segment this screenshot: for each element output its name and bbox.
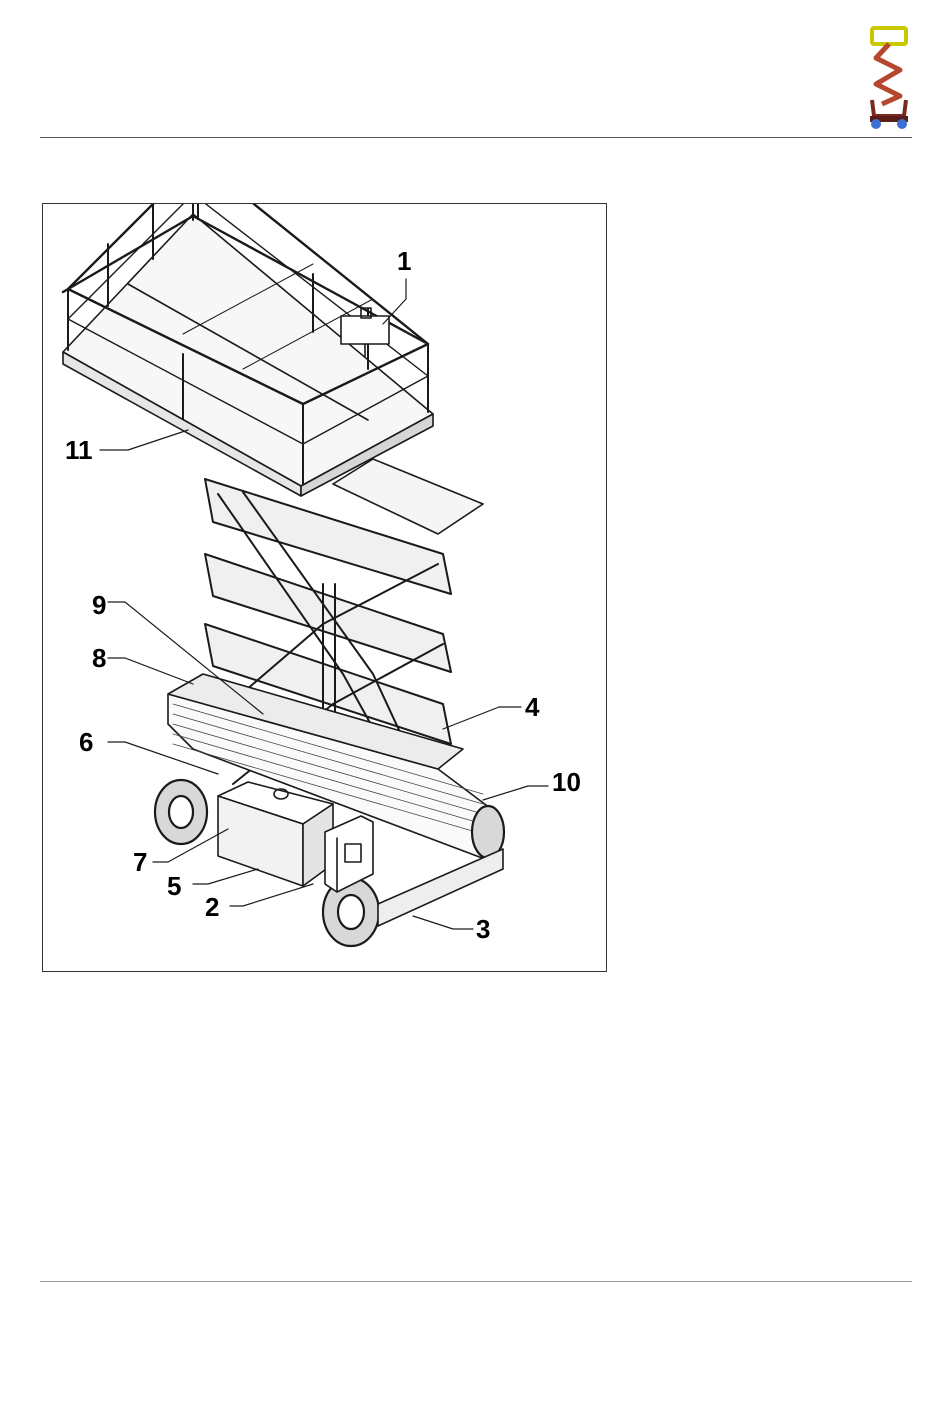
callout-9: 9 — [92, 592, 106, 618]
callout-3: 3 — [476, 916, 490, 942]
callout-5: 5 — [167, 873, 181, 899]
callout-1: 1 — [397, 248, 411, 274]
callout-6: 6 — [79, 729, 93, 755]
callout-7: 7 — [133, 849, 147, 875]
callout-10: 10 — [552, 769, 581, 795]
figure-frame: 1 11 9 8 4 6 10 7 5 2 3 — [42, 203, 607, 972]
callout-4: 4 — [525, 694, 539, 720]
callout-8: 8 — [92, 645, 106, 671]
callout-2: 2 — [205, 894, 219, 920]
scissor-lift-logo-icon — [864, 24, 914, 132]
header-rule — [40, 137, 912, 138]
scissor-lift-drawing-icon — [43, 204, 606, 971]
footer-rule — [40, 1281, 912, 1282]
callout-11: 11 — [65, 437, 93, 463]
